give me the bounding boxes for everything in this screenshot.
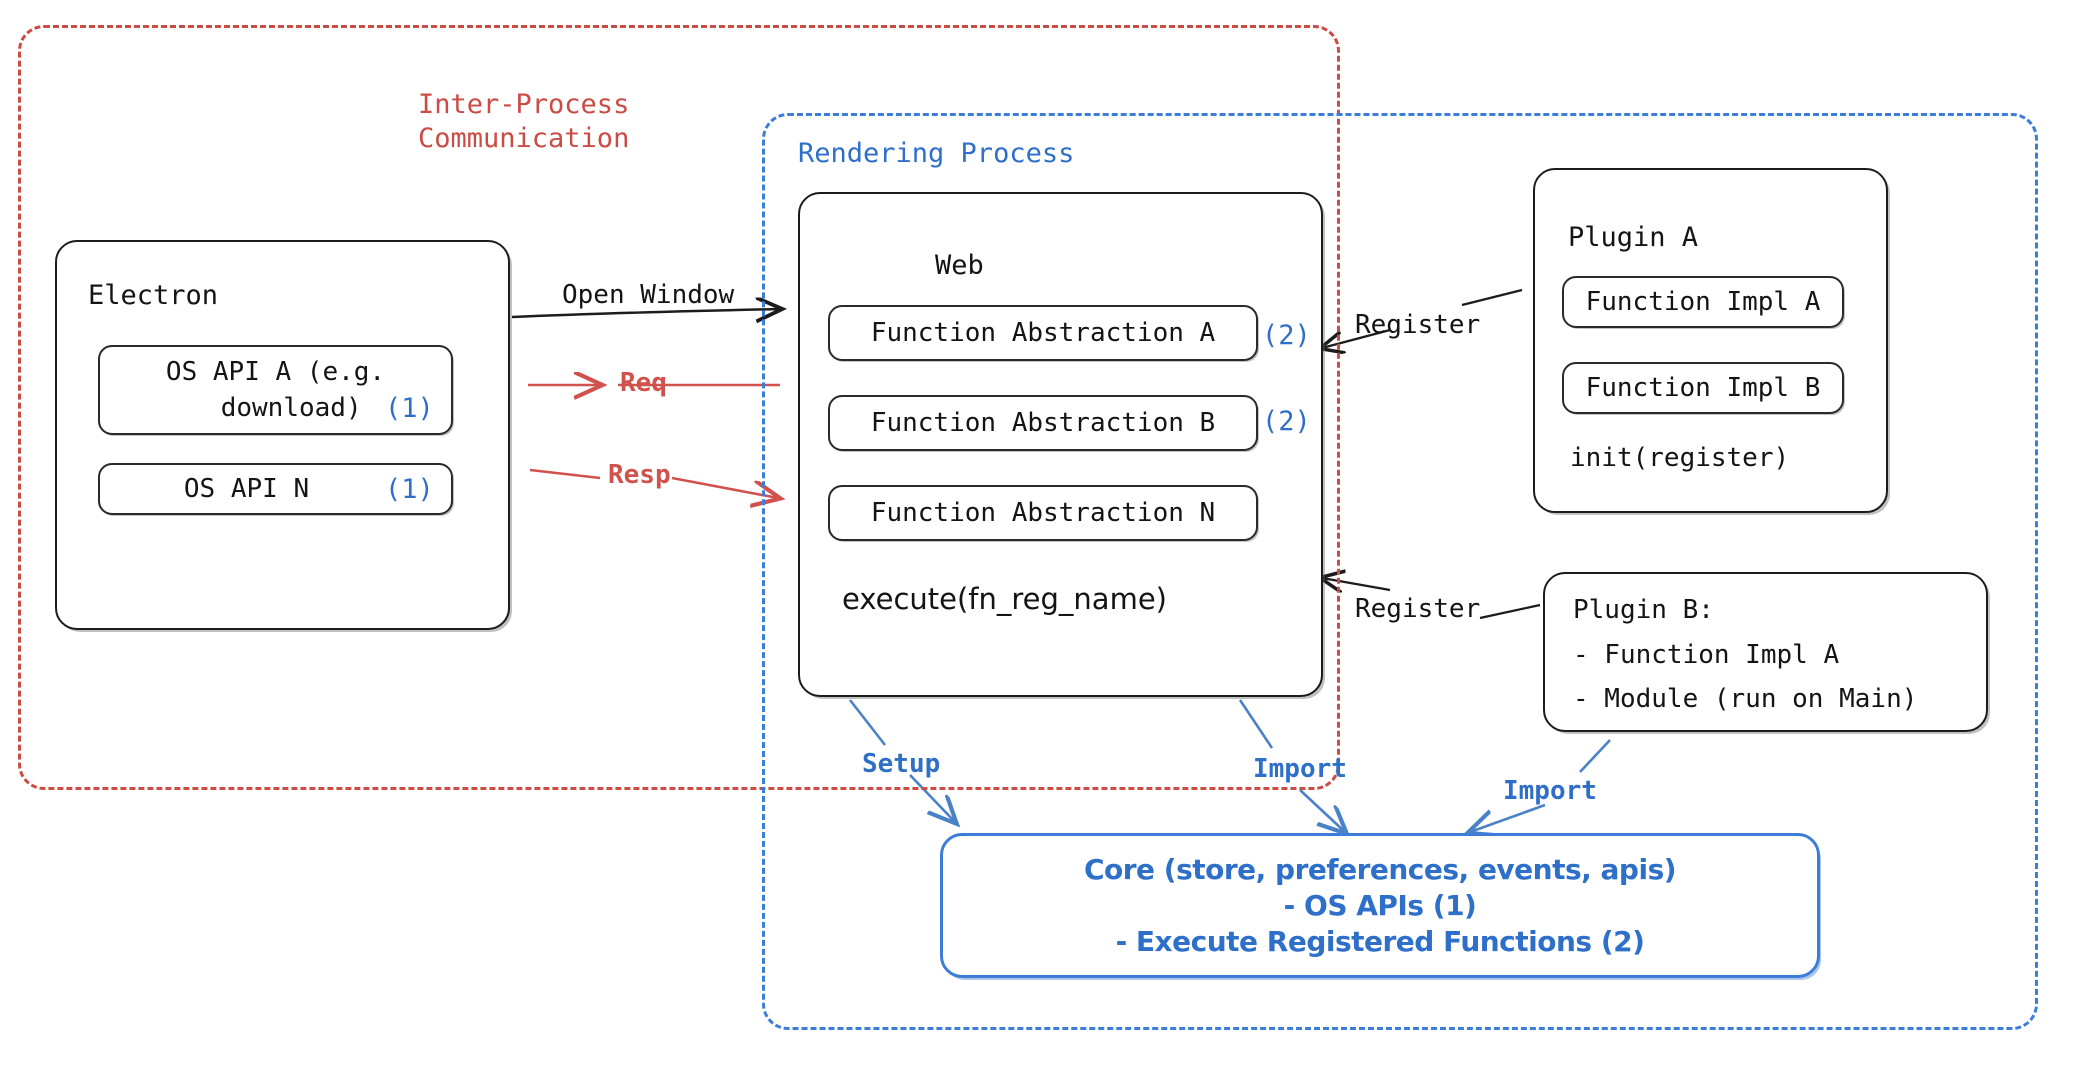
edge-label-import-plugin-b: Import <box>1503 776 1597 806</box>
web-title: Web <box>935 250 984 281</box>
os-api-a-marker: (1) <box>385 393 434 424</box>
os-api-n-box[interactable]: OS API N <box>98 463 453 515</box>
edge-label-resp: Resp <box>608 460 671 490</box>
ipc-boundary-label: Inter-Process Communication <box>418 89 630 154</box>
web-execute-label: execute(fn_reg_name) <box>842 582 1167 616</box>
rendering-process-boundary <box>762 113 2038 1030</box>
plugin-a-function-impl-b-label: Function Impl B <box>1585 373 1821 403</box>
edge-label-register-plugin-a: Register <box>1355 310 1481 340</box>
edge-label-register-plugin-b: Register <box>1355 594 1481 624</box>
function-abstraction-b-label: Function Abstraction B <box>870 408 1216 438</box>
function-abstraction-b-marker: (2) <box>1262 406 1311 437</box>
plugin-a-box[interactable] <box>1533 168 1888 513</box>
plugin-b-title: Plugin B: <box>1573 595 1714 625</box>
electron-title: Electron <box>88 280 219 311</box>
core-os-apis-line: - OS APIs (1) <box>1283 888 1477 922</box>
function-abstraction-a-marker: (2) <box>1262 320 1311 351</box>
function-abstraction-a-label: Function Abstraction A <box>870 318 1216 348</box>
os-api-n-label: OS API N <box>183 474 310 504</box>
function-abstraction-b-box[interactable]: Function Abstraction B <box>828 395 1258 451</box>
os-api-n-marker: (1) <box>385 474 434 505</box>
core-title-line: Core (store, preferences, events, apis) <box>1083 852 1677 886</box>
edge-label-import-web: Import <box>1253 754 1347 784</box>
plugin-a-function-impl-b-box[interactable]: Function Impl B <box>1562 362 1844 414</box>
function-abstraction-n-label: Function Abstraction N <box>870 498 1216 528</box>
function-abstraction-a-box[interactable]: Function Abstraction A <box>828 305 1258 361</box>
edge-label-open-window: Open Window <box>562 280 735 310</box>
electron-box[interactable] <box>55 240 510 630</box>
plugin-b-box[interactable] <box>1543 572 1988 732</box>
os-api-a-box[interactable]: OS API A (e.g. download) <box>98 345 453 435</box>
core-execute-line: - Execute Registered Functions (2) <box>1115 924 1645 958</box>
plugin-a-function-impl-a-label: Function Impl A <box>1585 287 1821 317</box>
plugin-a-init-label: init(register) <box>1570 443 1790 473</box>
plugin-b-module: - Module (run on Main) <box>1573 684 1918 714</box>
edge-label-req: Req <box>620 368 667 398</box>
core-box[interactable]: Core (store, preferences, events, apis) … <box>940 833 1820 978</box>
plugin-a-title: Plugin A <box>1568 222 1699 253</box>
plugin-a-function-impl-a-box[interactable]: Function Impl A <box>1562 276 1844 328</box>
function-abstraction-n-box[interactable]: Function Abstraction N <box>828 485 1258 541</box>
plugin-b-function-impl-a: - Function Impl A <box>1573 640 1840 670</box>
edge-label-setup: Setup <box>862 749 941 779</box>
os-api-a-label: OS API A (e.g. download) <box>165 357 386 423</box>
rendering-process-label: Rendering Process <box>798 138 1075 169</box>
ipc-boundary <box>18 25 1340 790</box>
